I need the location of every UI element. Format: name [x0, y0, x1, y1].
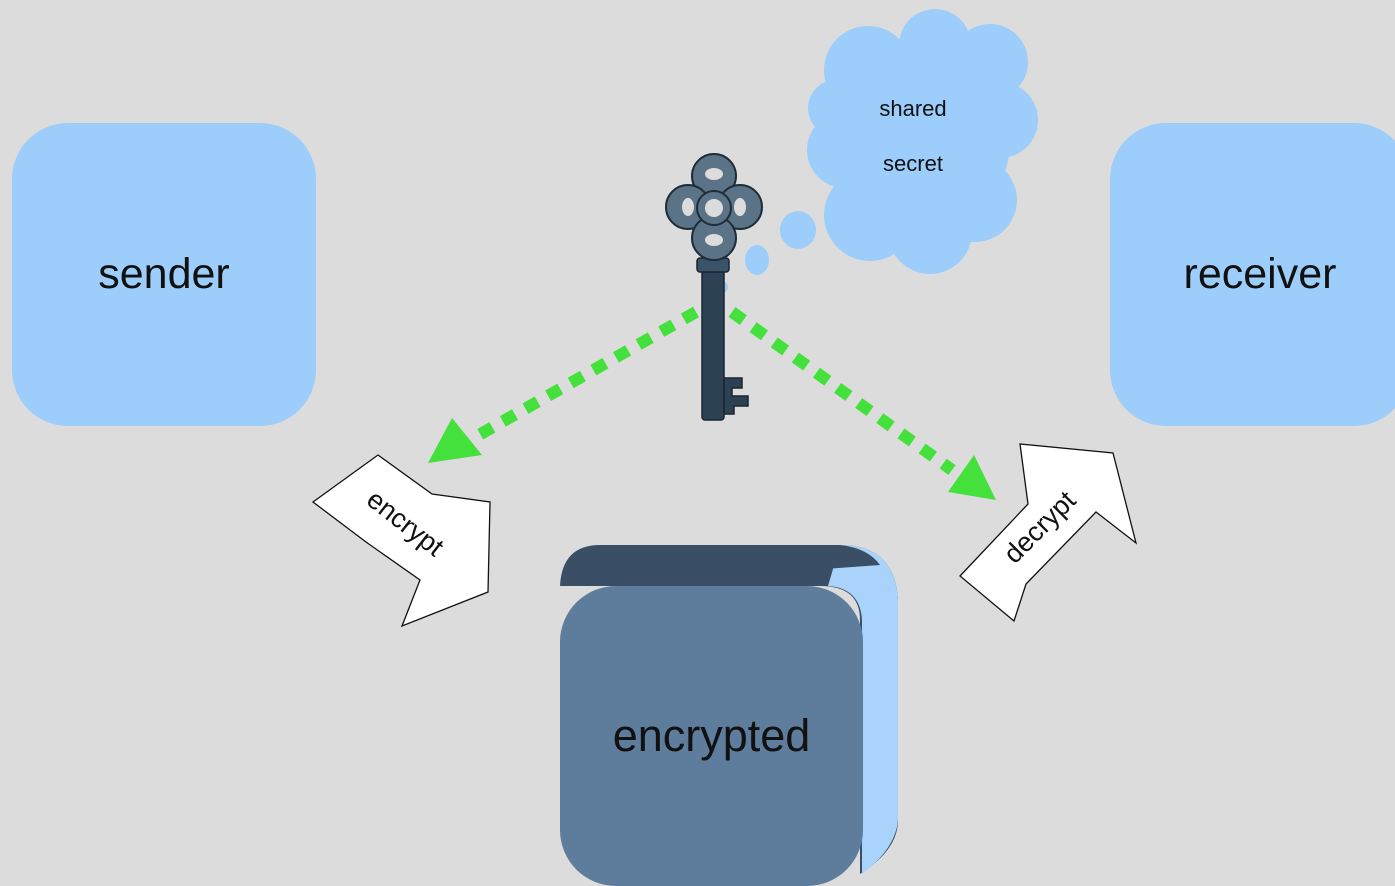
thought-cloud-icon [716, 9, 1038, 293]
cloud-text-line1: shared [879, 96, 947, 121]
sender-node: sender [12, 123, 316, 426]
key-icon [665, 153, 763, 421]
key-link-decrypt [728, 307, 996, 500]
encrypted-node: encrypted [560, 586, 863, 886]
decrypt-arrow [959, 443, 1138, 623]
key-link-encrypt [428, 306, 699, 463]
encrypt-arrow [311, 454, 491, 628]
receiver-node: receiver [1110, 123, 1395, 426]
encrypted-box-depth [560, 545, 898, 874]
cloud-text-line2: secret [883, 151, 943, 176]
